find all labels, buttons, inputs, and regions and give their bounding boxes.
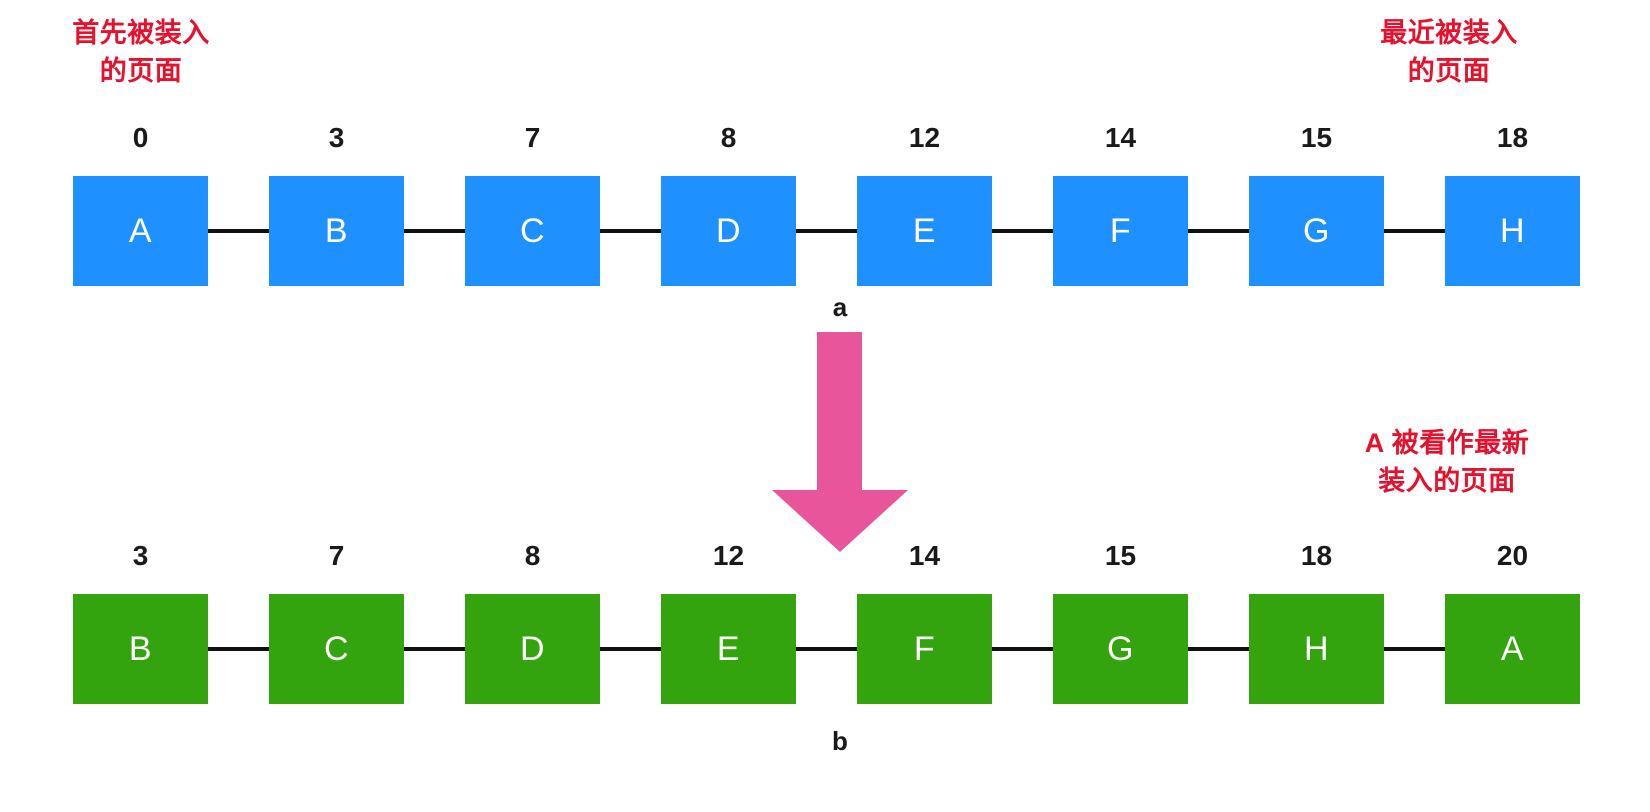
page-box-label: F — [913, 630, 936, 668]
page-box[interactable]: C — [465, 176, 600, 286]
page-load-time: 15 — [1300, 122, 1333, 153]
annotation-a-treated-as-newest: A 被看作最新 装入的页面 — [1364, 428, 1530, 496]
page-box-label: D — [519, 630, 546, 668]
page-load-time: 3 — [132, 540, 149, 571]
page-box-label: G — [1303, 212, 1330, 250]
page-box[interactable]: F — [1053, 176, 1188, 286]
page-link-connector — [600, 229, 661, 233]
down-arrow-icon — [772, 332, 908, 552]
page-link-connector — [1188, 229, 1249, 233]
page-box-label: C — [323, 630, 350, 668]
page-link-connector — [208, 229, 269, 233]
page-box[interactable]: H — [1445, 176, 1580, 286]
page-box-label: B — [324, 212, 349, 250]
page-box[interactable]: F — [857, 594, 992, 704]
annotation-most-recently-loaded-page: 最近被装入 的页面 — [1380, 18, 1518, 86]
page-box-label: B — [128, 630, 153, 668]
page-load-time: 7 — [524, 122, 541, 153]
page-box[interactable]: B — [269, 176, 404, 286]
page-box[interactable]: E — [857, 176, 992, 286]
page-box[interactable]: A — [73, 176, 208, 286]
page-link-connector — [208, 647, 269, 651]
page-box[interactable]: A — [1445, 594, 1580, 704]
page-box-label: A — [1500, 630, 1525, 668]
page-box[interactable]: G — [1053, 594, 1188, 704]
page-box-label: E — [912, 212, 937, 250]
page-load-time: 20 — [1496, 540, 1529, 571]
page-box[interactable]: D — [465, 594, 600, 704]
page-link-connector — [992, 229, 1053, 233]
subfigure-caption-b: b — [832, 726, 848, 756]
page-load-time: 12 — [908, 122, 941, 153]
page-link-connector — [1384, 229, 1445, 233]
page-box[interactable]: B — [73, 594, 208, 704]
page-load-time: 12 — [712, 540, 745, 571]
arrow-head — [772, 490, 908, 552]
page-box[interactable]: E — [661, 594, 796, 704]
page-load-time: 0 — [132, 122, 149, 153]
page-load-time: 7 — [328, 540, 345, 571]
page-box-label: H — [1499, 212, 1526, 250]
page-box-label: H — [1303, 630, 1330, 668]
page-load-time: 18 — [1496, 122, 1529, 153]
page-load-time: 8 — [720, 122, 737, 153]
page-link-connector — [992, 647, 1053, 651]
page-link-connector — [404, 229, 465, 233]
page-box-label: C — [519, 212, 546, 250]
page-box-label: E — [716, 630, 741, 668]
page-box-label: G — [1107, 630, 1134, 668]
page-link-connector — [796, 647, 857, 651]
page-link-connector — [600, 647, 661, 651]
subfigure-caption-a: a — [832, 292, 848, 322]
page-load-time: 3 — [328, 122, 345, 153]
page-load-time: 18 — [1300, 540, 1333, 571]
arrow-shaft — [817, 332, 862, 492]
page-box-label: F — [1109, 212, 1132, 250]
page-box-label: A — [128, 212, 153, 250]
page-link-connector — [404, 647, 465, 651]
page-box[interactable]: H — [1249, 594, 1384, 704]
page-link-connector — [1384, 647, 1445, 651]
page-load-time: 14 — [908, 540, 941, 571]
page-box[interactable]: C — [269, 594, 404, 704]
page-box[interactable]: G — [1249, 176, 1384, 286]
page-link-connector — [1188, 647, 1249, 651]
page-load-time: 14 — [1104, 122, 1137, 153]
page-load-time: 8 — [524, 540, 541, 571]
page-link-connector — [796, 229, 857, 233]
page-box-label: D — [715, 212, 742, 250]
annotation-first-loaded-page: 首先被装入 的页面 — [72, 18, 210, 86]
page-box[interactable]: D — [661, 176, 796, 286]
page-load-time: 15 — [1104, 540, 1137, 571]
